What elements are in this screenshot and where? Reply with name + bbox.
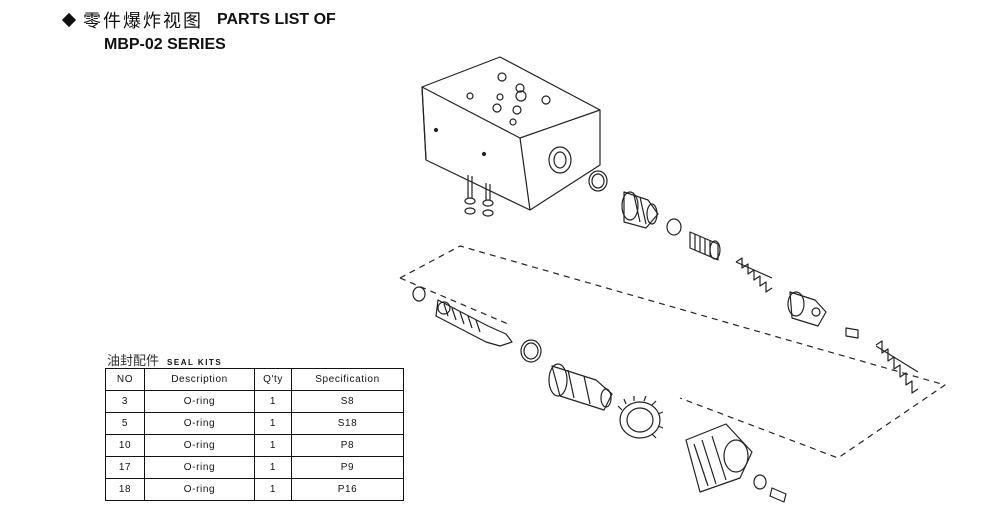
cell-description: O-ring (144, 456, 255, 479)
table-row: 18 O-ring 1 P16 (105, 478, 404, 501)
page-title: 零件爆炸视图 PARTS LIST OF (61, 8, 336, 32)
cell-no: 10 (105, 434, 145, 457)
cell-qty: 1 (254, 434, 292, 457)
table-header-row: NO Description Q'ty Specification (105, 368, 404, 391)
seal-kit-caption: 油封配件 SEAL KITS (107, 350, 222, 369)
cell-description: O-ring (144, 390, 255, 413)
title-english-line2: MBP-02 SERIES (104, 36, 226, 53)
cell-description: O-ring (144, 478, 255, 501)
cell-no: 3 (105, 390, 145, 413)
cell-specification: P16 (291, 478, 404, 501)
valve-body-block (421, 56, 601, 217)
dashed-group-boundary (399, 245, 946, 459)
cell-qty: 1 (254, 390, 292, 413)
table-row: 5 O-ring 1 S18 (105, 412, 404, 435)
title-chinese: 零件爆炸视图 (83, 11, 203, 32)
cell-qty: 1 (254, 456, 292, 479)
header-specification: Specification (291, 368, 404, 391)
title-english-line1: PARTS LIST OF (217, 11, 336, 28)
seal-kit-caption-chinese: 油封配件 (107, 354, 160, 369)
cell-description: O-ring (144, 412, 255, 435)
header-no: NO (105, 368, 145, 391)
seal-kit-table: NO Description Q'ty Specification 3 O-ri… (105, 368, 404, 501)
cell-qty: 1 (254, 412, 292, 435)
cell-no: 5 (105, 412, 145, 435)
header-description: Description (144, 368, 255, 391)
table-row: 17 O-ring 1 P9 (105, 456, 404, 479)
cell-specification: S8 (291, 390, 404, 413)
cell-specification: P9 (291, 456, 404, 479)
cell-qty: 1 (254, 478, 292, 501)
table-row: 10 O-ring 1 P8 (105, 434, 404, 457)
cell-specification: S18 (291, 412, 404, 435)
seal-kit-caption-english: SEAL KITS (167, 358, 223, 367)
cell-no: 18 (105, 478, 145, 501)
header-qty: Q'ty (254, 368, 292, 391)
lower-row-parts (412, 286, 787, 503)
cell-description: O-ring (144, 434, 255, 457)
table-row: 3 O-ring 1 S8 (105, 390, 404, 413)
cell-no: 17 (105, 456, 145, 479)
cell-specification: P8 (291, 434, 404, 457)
upper-row-parts (588, 170, 919, 394)
